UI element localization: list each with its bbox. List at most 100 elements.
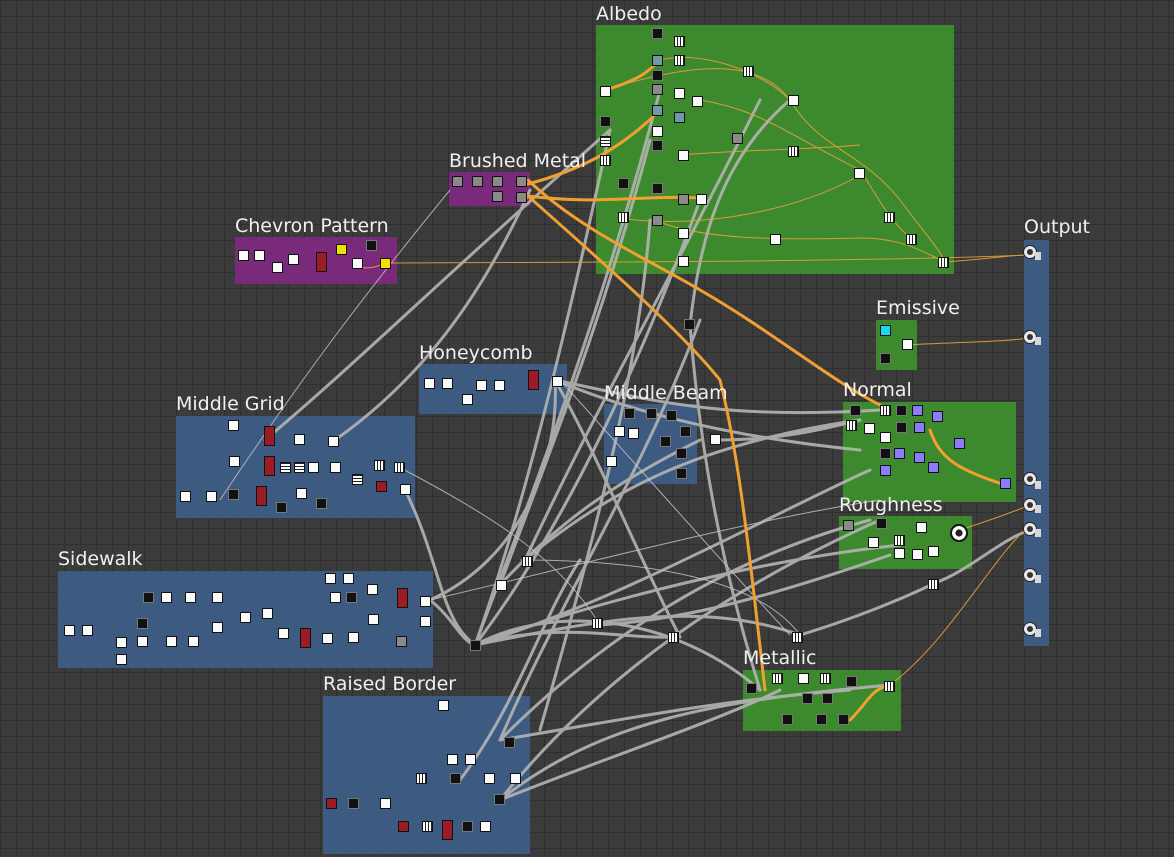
node-grid-15[interactable] [400,484,411,495]
node-sidewalk-6[interactable] [343,573,354,584]
node-chevron-3[interactable] [272,262,283,273]
node-grid-21[interactable] [276,502,287,513]
node-normal-15[interactable] [880,465,891,476]
node-border-8[interactable] [510,773,521,784]
node-beam-6[interactable] [680,426,691,437]
node-albedo-19[interactable] [678,150,689,161]
node-rough-3[interactable] [916,522,927,533]
node-beam-3[interactable] [666,410,677,421]
node-albedo-15[interactable] [600,136,611,147]
node-sidewalk-5[interactable] [325,573,336,584]
node-reroute-7[interactable] [792,632,803,643]
frame-normal[interactable] [843,402,1016,502]
node-albedo-33[interactable] [678,256,689,267]
node-sidewalk-12[interactable] [137,618,148,629]
node-albedo-28[interactable] [618,212,629,223]
node-grid-8[interactable] [294,462,305,473]
node-reroute-3[interactable] [496,580,507,591]
node-albedo-14[interactable] [600,116,611,127]
node-rough-4[interactable] [868,537,879,548]
node-beam-11[interactable] [676,468,687,479]
node-sidewalk-27[interactable] [348,632,359,643]
node-sidewalk-18[interactable] [64,625,75,636]
node-rough-8[interactable] [928,546,939,557]
node-albedo-31[interactable] [770,234,781,245]
node-border-11[interactable] [380,798,391,809]
node-albedo-20[interactable] [788,146,799,157]
node-sidewalk-21[interactable] [137,636,148,647]
node-sidewalk-15[interactable] [368,614,379,625]
node-sidewalk-24[interactable] [278,628,289,639]
node-chevron-7[interactable] [366,240,377,251]
node-honeycomb-6[interactable] [528,370,539,390]
node-sidewalk-9[interactable] [330,592,341,603]
node-rough-6[interactable] [894,548,905,559]
node-brushed-6[interactable] [516,192,527,203]
node-grid-11[interactable] [374,460,385,471]
node-sidewalk-26[interactable] [322,633,333,644]
node-border-2[interactable] [447,754,458,765]
node-beam-5[interactable] [628,428,639,439]
node-sidewalk-28[interactable] [396,636,407,647]
node-brushed-4[interactable] [516,176,527,187]
node-sidewalk-2[interactable] [161,592,172,603]
node-sidewalk-29[interactable] [116,654,127,665]
node-reroute-5[interactable] [592,618,603,629]
node-honeycomb-3[interactable] [462,394,473,405]
node-sidewalk-13[interactable] [240,612,251,623]
output-socket-normal-icon[interactable] [1023,472,1037,486]
node-grid-7[interactable] [280,462,291,473]
node-sidewalk-17[interactable] [212,622,223,633]
node-border-4[interactable] [504,737,515,748]
node-grid-2[interactable] [264,426,275,446]
node-sidewalk-4[interactable] [212,592,223,603]
node-chevron-4[interactable] [288,254,299,265]
node-beam-8[interactable] [710,434,721,445]
node-chevron-5[interactable] [316,252,327,272]
node-emissive-3[interactable] [880,353,891,364]
node-albedo-8[interactable] [652,84,663,95]
node-reroute-6[interactable] [668,632,679,643]
node-reroute-2[interactable] [522,556,533,567]
node-rough-2[interactable] [876,518,887,529]
node-metal-5[interactable] [846,676,857,687]
node-border-15[interactable] [442,820,453,840]
node-chevron-1[interactable] [238,250,249,261]
node-grid-10[interactable] [330,462,341,473]
node-normal-2[interactable] [880,405,891,416]
node-sidewalk-10[interactable] [346,592,357,603]
node-albedo-21[interactable] [600,155,611,166]
node-border-3[interactable] [465,754,476,765]
node-chevron-9[interactable] [380,258,391,269]
node-normal-14[interactable] [914,452,925,463]
node-rough-9[interactable] [950,524,968,542]
node-border-12[interactable] [494,794,505,805]
node-grid-13[interactable] [352,474,363,485]
node-sidewalk-23[interactable] [188,636,199,647]
node-normal-5[interactable] [932,411,943,422]
node-sidewalk-19[interactable] [82,625,93,636]
node-beam-1[interactable] [624,408,635,419]
node-metal-9[interactable] [816,714,827,725]
node-albedo-17[interactable] [732,133,743,144]
node-honeycomb-2[interactable] [442,378,453,389]
node-albedo-26[interactable] [696,194,707,205]
node-grid-20[interactable] [296,488,307,499]
node-albedo-12[interactable] [652,105,663,116]
node-grid-4[interactable] [328,436,339,447]
node-albedo-11[interactable] [788,95,799,106]
node-albedo-1[interactable] [652,28,663,39]
node-metal-6[interactable] [802,693,813,704]
node-brushed-5[interactable] [492,191,503,202]
node-normal-9[interactable] [914,422,925,433]
node-rough-7[interactable] [912,549,923,560]
node-grid-6[interactable] [264,456,275,476]
node-grid-17[interactable] [206,491,217,502]
node-grid-3[interactable] [294,434,305,445]
node-grid-19[interactable] [256,486,267,506]
node-border-9[interactable] [326,798,337,809]
node-normal-10[interactable] [880,432,891,443]
node-chevron-8[interactable] [352,258,363,269]
node-grid-12[interactable] [394,462,405,473]
node-border-6[interactable] [450,773,461,784]
